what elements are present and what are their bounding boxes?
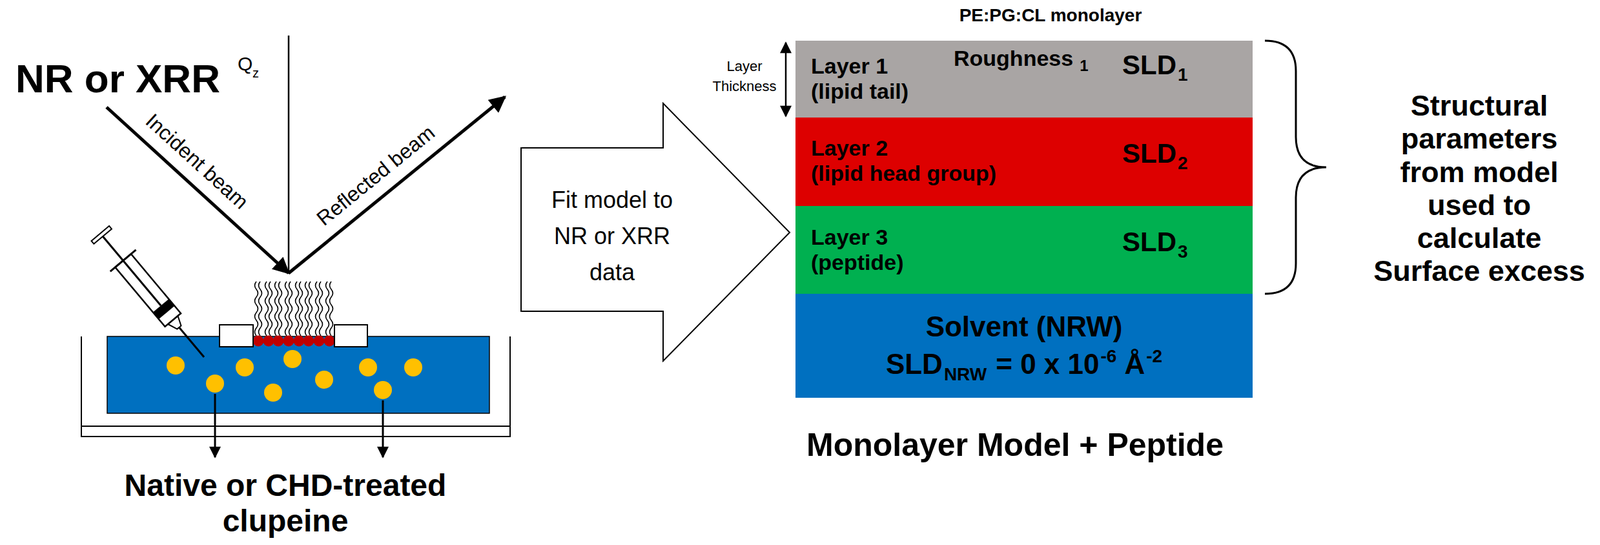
text-row: Fit model to NR or XRR data	[547, 182, 677, 290]
lipid	[283, 281, 295, 347]
text-row: SLD2	[1122, 138, 1189, 170]
text-part: -2	[1146, 346, 1163, 367]
axis-subscript-holder: z	[252, 65, 259, 81]
text-row: Roughness 1	[953, 45, 1088, 72]
thickness-arrow	[785, 42, 788, 117]
text-part: 1	[1079, 56, 1088, 75]
wrap-spacer	[943, 135, 1005, 158]
text-row: Layer 1 (lipid tail)	[810, 53, 928, 104]
layer-label: Layer 3 (peptide)	[810, 224, 928, 276]
beam-label: Incident beam	[140, 109, 253, 215]
text-part: Roughness	[953, 45, 1074, 72]
plunger-head	[91, 225, 112, 245]
thickness-label-holder: Layer Thickness	[708, 56, 780, 97]
peptide-dots	[166, 349, 423, 402]
lipid	[303, 281, 315, 347]
layer-label: Solvent (NRW)	[925, 310, 1123, 344]
axis-label: Q	[237, 52, 253, 76]
text-part: SLD	[1122, 226, 1177, 258]
pointer-arrow	[382, 400, 385, 458]
bracket-note-holder: Structural parameters from model used to…	[1367, 89, 1591, 288]
solvent-layer: Solvent (NRW) SLDNRW = 0 x 10-6 Å-2	[795, 293, 1253, 398]
langmuir-trough	[81, 336, 511, 437]
text-part: 2	[1177, 153, 1189, 174]
text-part: SLD	[1122, 138, 1177, 170]
text-part: = 0 x 10	[995, 348, 1099, 381]
beam-label: Reflected beam	[312, 120, 440, 231]
lipid-monolayer	[253, 281, 336, 347]
thickness-label: Layer Thickness	[708, 56, 780, 97]
lipid	[293, 281, 305, 347]
trough-floor	[81, 425, 511, 427]
text-part: Å	[1124, 348, 1145, 381]
reflected-beam	[288, 96, 505, 274]
sample-label: Native or CHD-treated clupeine	[104, 467, 467, 539]
text-row: Layer 2 (lipid head group)	[810, 135, 1005, 186]
beam-label-holder: Reflected beam	[312, 120, 440, 231]
lipid-tail-layer: Layer 1 (lipid tail)Roughness1SLD1	[795, 40, 1253, 118]
peptide-dot	[264, 383, 283, 402]
peptide-dot	[283, 349, 302, 369]
plunger-seal	[153, 298, 175, 319]
barrier	[219, 324, 254, 347]
technique-title: NR or XRR	[15, 55, 221, 102]
technique-title-holder: NR or XRR	[15, 55, 221, 102]
layer-label: Layer 1 (lipid tail)	[810, 53, 928, 104]
text-part: 1	[1177, 64, 1189, 86]
text-part: 3	[1177, 241, 1189, 263]
incident-beam	[106, 107, 289, 274]
text-part: SLD	[1122, 49, 1177, 81]
monolayer-title-holder: PE:PG:CL monolayer	[959, 5, 1143, 26]
text-part: -6	[1100, 346, 1118, 367]
peptide-dot	[315, 370, 334, 389]
text-row: Layer 3 (peptide)	[810, 224, 928, 276]
peptide-dot	[205, 374, 225, 393]
layer-label: Fit model to NR or XRR data	[547, 182, 677, 290]
lipid	[313, 281, 325, 347]
plunger-rod	[102, 236, 161, 306]
lipid	[253, 281, 265, 347]
peptide-layer: Layer 3 (peptide) SLD3	[795, 205, 1253, 294]
arrow-shape	[521, 103, 790, 361]
syringe	[87, 222, 217, 369]
sample-label-holder: Native or CHD-treated clupeine	[104, 467, 467, 539]
text-row: SLD1	[1122, 49, 1189, 81]
peptide-dot	[373, 380, 392, 400]
text-row: SLDNRW= 0 x 10-6Å-2	[885, 348, 1163, 381]
lipid	[324, 281, 336, 347]
layer-label: Layer 2 (lipid head group)	[810, 135, 1005, 186]
needle	[178, 327, 205, 358]
model-caption-holder: Monolayer Model + Peptide	[806, 426, 1224, 465]
monolayer-title: PE:PG:CL monolayer	[959, 5, 1143, 26]
trough-outline	[81, 336, 511, 437]
peptide-dot	[404, 358, 423, 377]
peptide-dot	[235, 358, 254, 377]
axis-label-holder: Q	[237, 52, 253, 76]
lipid	[273, 281, 285, 347]
bracket-note: Structural parameters from model used to…	[1367, 89, 1591, 288]
model-caption: Monolayer Model + Peptide	[806, 426, 1224, 465]
text-row: Solvent (NRW)	[925, 310, 1123, 344]
curly-bracket	[1264, 40, 1327, 294]
beam-label-holder: Incident beam	[140, 109, 253, 215]
pointer-arrow	[214, 393, 217, 458]
fit-arrow: Fit model to NR or XRR data	[520, 102, 791, 363]
text-row: SLD3	[1122, 226, 1189, 258]
text-part: NRW	[943, 364, 987, 385]
qz-axis	[287, 35, 290, 274]
peptide-dot	[358, 358, 378, 377]
lipid	[263, 281, 275, 347]
head-group-layer: Layer 2 (lipid head group) SLD2	[795, 117, 1253, 206]
text-part: SLD	[885, 348, 943, 381]
subphase	[107, 336, 490, 414]
barrier	[334, 324, 368, 347]
axis-subscript: z	[252, 65, 259, 81]
peptide-dot	[166, 356, 185, 375]
